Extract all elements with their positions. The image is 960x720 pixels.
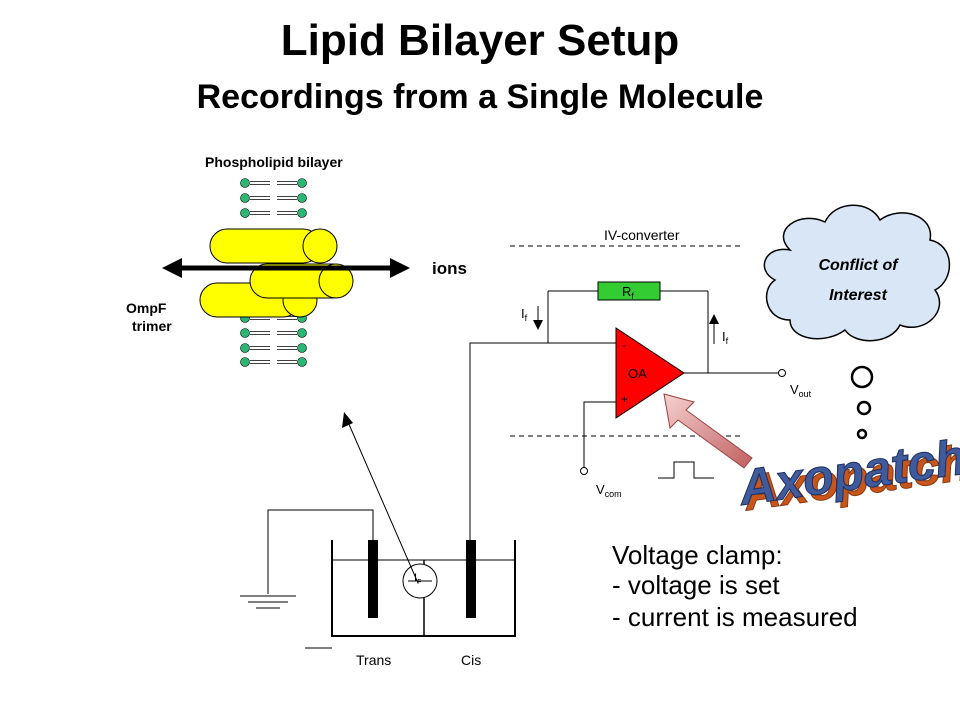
iv-converter-label: IV-converter [604, 227, 680, 243]
axopatch-pointer-arrow [663, 393, 753, 469]
vout-label: Vout [790, 382, 812, 399]
cis-electrode [466, 540, 476, 618]
lipid-bilayer [240, 178, 307, 367]
ion-flow-arrow [162, 258, 410, 278]
vcom-label: Vcom [596, 482, 622, 499]
opamp [615, 327, 685, 419]
feedback-resistor [548, 281, 708, 301]
lipid-molecule [240, 208, 307, 218]
vout-terminal [778, 369, 786, 377]
lipid-molecule [240, 193, 307, 203]
voltage-clamp-line1: - voltage is set [612, 570, 780, 600]
lipid-molecule [240, 357, 307, 367]
opamp-plus: + [621, 392, 628, 406]
current-meter [402, 563, 438, 599]
resistor-label: Rf [622, 284, 634, 301]
lipid-molecule [240, 328, 307, 338]
cloud-text-line1: Conflict of [818, 257, 899, 274]
ompf-label-line1: OmpF [126, 300, 167, 316]
ground-symbol [240, 509, 374, 609]
ompf-label-line2: trimer [132, 318, 172, 334]
cloud-text-line2: Interest [829, 287, 887, 304]
current-arrow-right [709, 314, 719, 344]
voltage-clamp-line2: - current is measured [612, 602, 858, 632]
vcom-terminal [580, 467, 588, 475]
axopatch-wordart: Axopatch Axopatch [733, 428, 960, 522]
circuit-wires [305, 291, 778, 649]
ompf-trimer [199, 228, 354, 318]
bilayer-label: Phospholipid bilayer [205, 154, 343, 170]
opamp-label: OA [628, 366, 647, 381]
page-title: Lipid Bilayer Setup [281, 16, 680, 65]
opamp-minus: - [622, 338, 626, 352]
current-label-left: If [521, 306, 528, 323]
current-arrow-left [533, 306, 543, 330]
lipid-molecule [240, 343, 307, 353]
trans-electrode [368, 540, 378, 618]
thought-cloud [763, 204, 951, 440]
current-label-right: If [722, 329, 729, 346]
voltage-clamp-heading: Voltage clamp: [612, 540, 783, 570]
cis-label: Cis [461, 652, 481, 668]
page-subtitle: Recordings from a Single Molecule [197, 78, 764, 116]
meter-arrow [342, 412, 419, 584]
lipid-molecule [240, 178, 307, 188]
ions-label: ions [432, 259, 467, 278]
trans-label: Trans [356, 652, 391, 668]
